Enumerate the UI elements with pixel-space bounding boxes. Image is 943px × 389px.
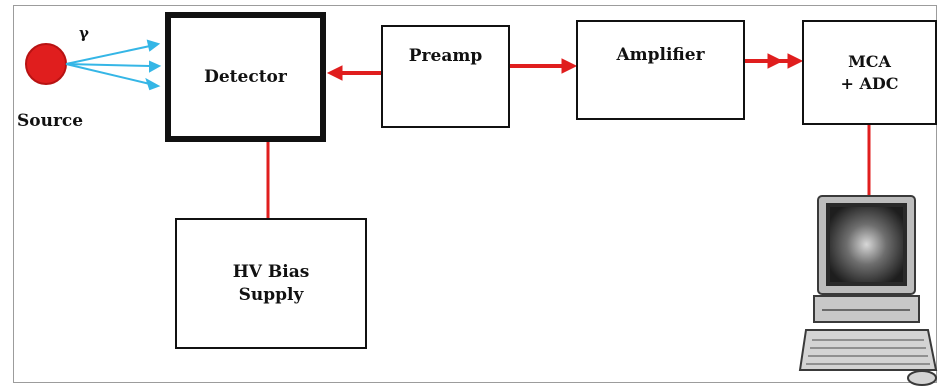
mca-adc-box: MCA + ADC <box>802 20 937 125</box>
source-label: Source <box>17 111 84 131</box>
gamma-ray-upper-arrowhead <box>146 39 161 52</box>
detector-box: Detector <box>165 12 326 142</box>
preamp-amplifier-link <box>510 58 578 74</box>
computer-screen <box>830 207 903 282</box>
detector-preamp-link <box>326 65 381 81</box>
detector-preamp-arrowhead <box>326 65 343 81</box>
hv-label-line2: Supply <box>238 284 304 305</box>
hv-bias-supply-box: HV Bias Supply <box>175 218 367 349</box>
amplifier-label: Amplifier <box>616 45 705 65</box>
hv-label-line1: HV Bias <box>232 261 310 282</box>
amplifier-box: Amplifier <box>576 20 745 120</box>
computer-icon <box>798 195 938 386</box>
gamma-ray-lower <box>65 63 151 85</box>
computer-mouse <box>907 370 937 386</box>
detector-label: Detector <box>204 66 287 87</box>
gamma-ray-upper <box>65 45 151 65</box>
source-dot <box>25 43 67 85</box>
mca-label-line2: + ADC <box>840 73 899 93</box>
preamp-amplifier-arrowhead <box>561 58 578 74</box>
gamma-symbol: γ <box>79 24 89 42</box>
amplifier-mca-arrowhead-inner <box>767 53 784 69</box>
diagram-frame <box>13 5 937 383</box>
gamma-rays <box>65 39 162 91</box>
mca-label-line1: MCA <box>848 51 891 71</box>
amplifier-mca-arrowhead-outer <box>787 53 804 69</box>
gamma-ray-lower-arrowhead <box>145 77 161 91</box>
amplifier-mca-link <box>745 53 804 69</box>
computer-keyboard-keys <box>806 339 930 365</box>
gamma-ray-middle <box>65 63 151 67</box>
preamp-label: Preamp <box>408 46 483 66</box>
gamma-ray-middle-arrowhead <box>149 60 162 73</box>
preamp-box: Preamp <box>381 25 510 128</box>
